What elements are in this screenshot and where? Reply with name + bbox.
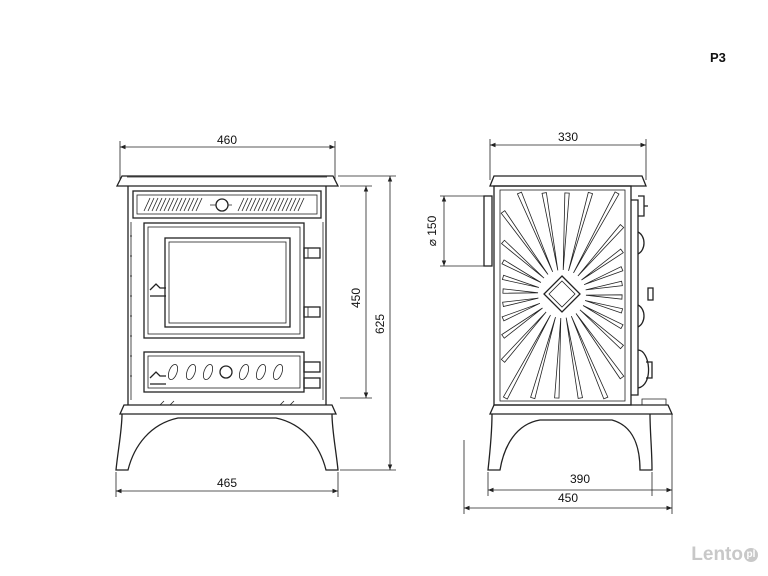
- sunburst-ray: [554, 317, 562, 399]
- front-view: 460: [115, 133, 396, 497]
- sunburst-ray: [530, 316, 556, 400]
- upper-vent-knob-icon: [215, 198, 229, 212]
- sunburst-ray: [562, 192, 570, 271]
- sunburst-ray: [577, 224, 625, 277]
- lower-vent-knob-icon: [219, 365, 233, 379]
- sunburst-ray: [502, 314, 551, 400]
- dim-front-width-base: 465: [217, 476, 237, 490]
- sunburst-ray: [573, 191, 620, 274]
- sunburst-ray: [501, 302, 541, 322]
- sunburst-ray: [502, 288, 539, 294]
- sunburst-ray: [501, 307, 543, 339]
- sunburst-ray: [500, 311, 547, 363]
- sunburst-ray: [579, 309, 625, 350]
- upper-vent-slots: [143, 197, 305, 212]
- sunburst-ray: [501, 274, 540, 288]
- sunburst-panel: [500, 191, 625, 400]
- diamond-emblem: [543, 275, 581, 313]
- lower-vent-slots: [167, 363, 284, 381]
- sunburst-ray: [541, 192, 559, 271]
- sunburst-ray: [582, 305, 624, 330]
- model-label: P3: [710, 50, 726, 65]
- side-view: 330 ⌀ 150 390: [425, 130, 674, 514]
- sunburst-ray: [570, 315, 609, 400]
- sunburst-ray: [501, 259, 542, 283]
- sunburst-ray: [500, 210, 549, 275]
- sunburst-ray: [502, 297, 539, 308]
- sunburst-ray: [500, 239, 545, 279]
- dim-front-width-top: 460: [217, 133, 237, 147]
- sunburst-ray: [581, 248, 624, 281]
- sunburst-ray: [568, 191, 594, 272]
- watermark-text: Lento: [691, 544, 743, 565]
- dim-side-depth-total: 450: [558, 491, 578, 505]
- sunburst-ray: [585, 294, 623, 300]
- dim-flue-diameter: ⌀ 150: [425, 215, 439, 246]
- sunburst-ray: [575, 313, 625, 380]
- sunburst-ray: [585, 280, 623, 291]
- dim-side-depth-top: 330: [558, 130, 578, 144]
- sunburst-ray: [583, 266, 624, 286]
- dim-front-height-body: 450: [349, 288, 363, 308]
- watermark-badge: pl: [744, 547, 758, 562]
- sunburst-ray: [516, 191, 554, 273]
- sunburst-ray: [565, 317, 583, 399]
- sunburst-ray: [584, 300, 624, 314]
- dim-side-depth-base: 390: [570, 472, 590, 486]
- dim-front-height-total: 625: [373, 314, 387, 334]
